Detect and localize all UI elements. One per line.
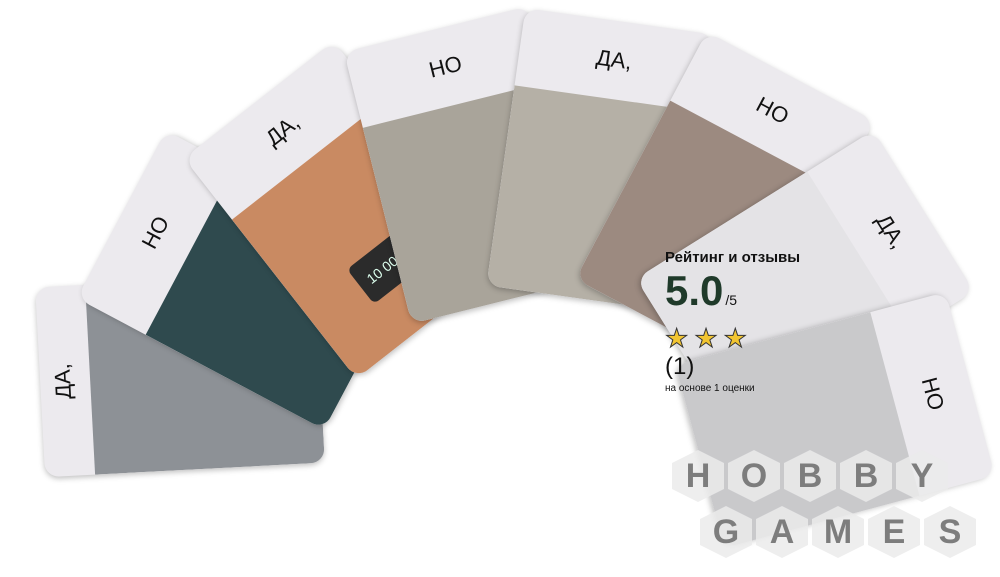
watermark-letter: B	[784, 450, 836, 502]
star-icon: ★	[694, 323, 718, 353]
star-icon: ★	[664, 323, 689, 353]
card-word: ДА,	[49, 362, 77, 400]
watermark-letter: S	[924, 506, 976, 558]
watermark-letter: E	[868, 506, 920, 558]
watermark-letter: H	[672, 450, 724, 502]
rating-stars: ★★★	[664, 323, 825, 353]
rating-widget: Рейтинг и отзывы 5.0/5 ★★★ (1) на основе…	[664, 248, 825, 396]
watermark-letter: G	[700, 506, 752, 558]
watermark-letter: O	[728, 450, 780, 502]
watermark-letter: M	[812, 506, 864, 558]
rating-max: /5	[725, 292, 738, 308]
rating-title: Рейтинг и отзывы	[665, 249, 801, 266]
rating-count: (1)	[665, 353, 695, 380]
star-icon: ★	[723, 323, 747, 353]
rating-score: 5.0	[665, 267, 724, 314]
hobby-games-watermark: H O B B Y G A M E S	[672, 450, 992, 570]
rating-basis: на основе 1 оценки	[665, 383, 755, 394]
rating-score-row: 5.0/5	[665, 268, 825, 324]
watermark-letter: Y	[896, 450, 948, 502]
watermark-letter: A	[756, 506, 808, 558]
watermark-letter: B	[840, 450, 892, 502]
